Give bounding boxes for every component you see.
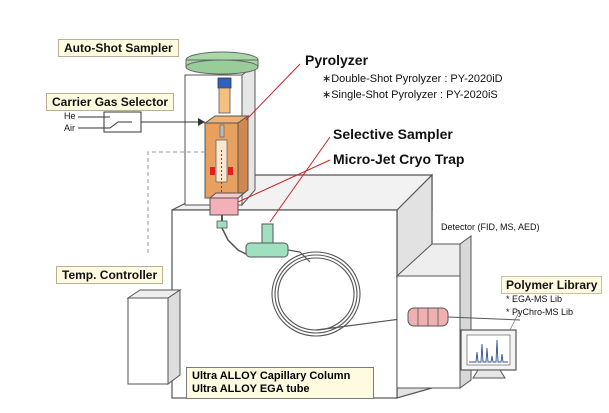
furnace-side [237, 115, 249, 200]
polymer-library-label: Polymer Library [501, 276, 603, 294]
valve-switch [109, 121, 132, 129]
temp-controller-label: Temp. Controller [56, 266, 164, 284]
chromatogram-trace [469, 339, 508, 363]
cryo-trap-top [208, 192, 246, 199]
pyrolyzer-label: Pyrolyzer [305, 52, 369, 68]
pyrolyzer-single-label: ∗Single-Shot Pyrolyzer : PY-2020iS [322, 89, 498, 101]
pc-screen [466, 334, 511, 366]
lib-ega-ms-label: * EGA-MS Lib [506, 294, 563, 304]
pc-stand [472, 369, 506, 379]
cryo-trap-block [209, 197, 239, 216]
column-legend: Ultra ALLOY Capillary Column Ultra ALLOY… [186, 367, 374, 399]
column-legend-line-1: Ultra ALLOY Capillary Column [192, 370, 351, 382]
carrier-arrow [198, 118, 205, 126]
splitter-tee [245, 242, 289, 258]
pyrolyzer-leader [245, 63, 301, 121]
auto-shot-sampler-label: Auto-Shot Sampler [58, 39, 179, 57]
sampler-tray-bottom [185, 59, 259, 75]
library-leader [509, 309, 521, 331]
temp-controller-box [127, 297, 169, 385]
gas-he-label: He [64, 111, 76, 121]
sample-cup [217, 77, 232, 89]
carrier-gas-selector-label: Carrier Gas Selector [46, 93, 175, 111]
cryo-nozzle [216, 220, 228, 229]
sample-insert [219, 124, 225, 138]
heater-right [228, 167, 233, 175]
cryo-trap-leader [237, 159, 331, 203]
column-to-detector [315, 317, 409, 331]
temp-control-line [147, 151, 205, 254]
heater-left [210, 167, 215, 175]
micro-jet-cryo-trap-label: Micro-Jet Cryo Trap [333, 151, 465, 167]
gc-oven-front [171, 209, 398, 399]
detector-to-pc [447, 316, 521, 321]
transfer-tube [221, 227, 249, 256]
pyrolyzer-double-label: ∗Double-Shot Pyrolyzer : PY-2020iD [322, 73, 503, 85]
detector-label: Detector (FID, MS, AED) [441, 222, 540, 232]
selective-sampler-label: Selective Sampler [333, 126, 453, 142]
controller-side [167, 289, 181, 385]
detector-box [396, 275, 461, 389]
selective-sampler-leader [269, 136, 331, 223]
column-legend-line-2: Ultra ALLOY EGA tube [192, 383, 310, 395]
splitter-stem [261, 223, 274, 245]
lib-pychro-ms-label: * PyChro-MS Lib [506, 307, 574, 317]
sample-cup-stem [218, 87, 231, 114]
gas-air-label: Air [64, 123, 75, 133]
